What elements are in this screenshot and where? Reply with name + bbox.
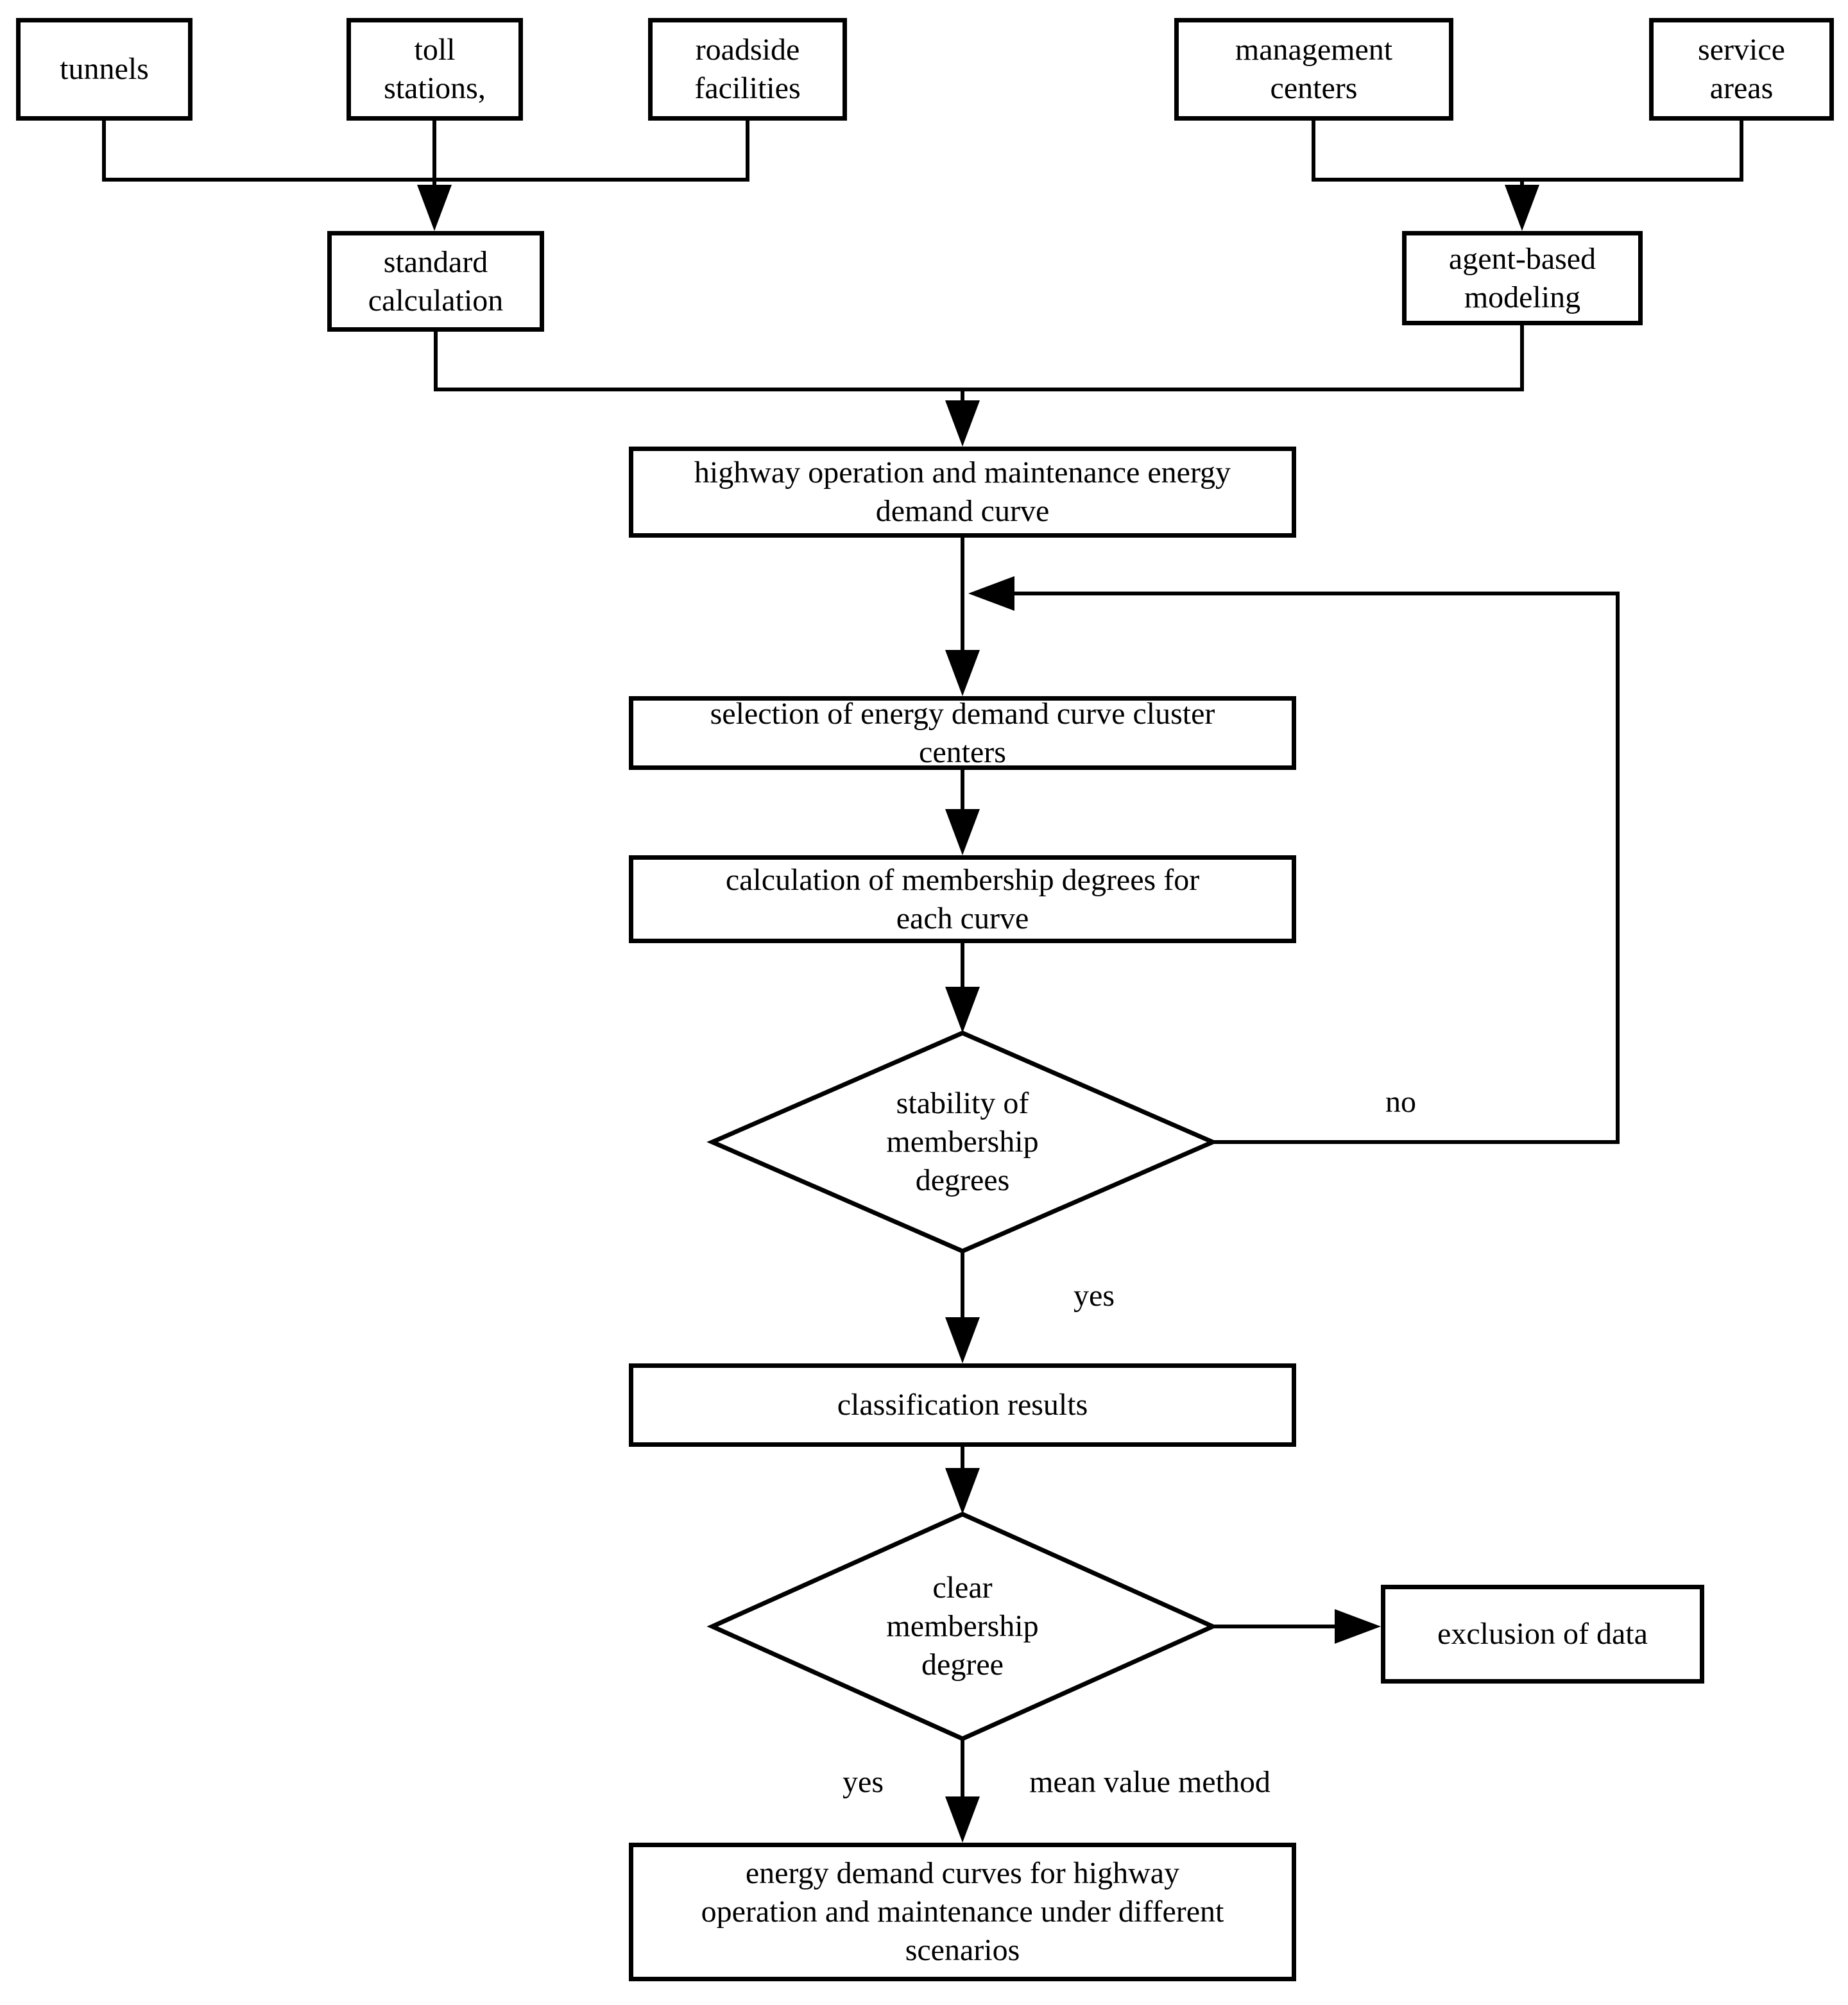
node-service-areas-label: service areas: [1698, 33, 1785, 105]
clear-membership-decision-diamond: [706, 1512, 1219, 1741]
arrowhead-into-clear: [945, 1468, 980, 1514]
node-tunnels: tunnels: [16, 18, 193, 121]
arrowhead-into-classification: [945, 1317, 980, 1363]
node-tunnels-label: tunnels: [60, 52, 149, 86]
arrowhead-into-curve: [945, 400, 980, 447]
stability-decision-label: stability of membership degrees: [886, 1086, 1039, 1197]
node-cluster-centers: selection of energy demand curve cluster…: [629, 696, 1296, 770]
arrowhead-into-standard: [417, 185, 452, 231]
node-agent-based-modeling-label: agent-based modeling: [1448, 241, 1596, 314]
node-standard-calculation-label: standard calculation: [368, 244, 504, 318]
node-classification-results-label: classification results: [837, 1388, 1088, 1422]
connector-lines: [102, 121, 1743, 1803]
node-membership-calculation-label: calculation of membership degrees for ea…: [725, 862, 1200, 935]
node-membership-calculation: calculation of membership degrees for ea…: [629, 855, 1296, 943]
arrowhead-into-agent: [1505, 185, 1539, 231]
node-management-centers-label: management centers: [1235, 33, 1393, 105]
edge-label-yes-stability: yes: [1074, 1279, 1115, 1313]
arrowhead-into-exclusion: [1335, 1609, 1381, 1644]
node-demand-curve: highway operation and maintenance energy…: [629, 447, 1296, 538]
decision-diamonds: [706, 1030, 1219, 1741]
edge-label-yes-clear: yes: [843, 1765, 884, 1799]
edge-label-mean-value-method: mean value method: [1029, 1765, 1270, 1799]
node-final-curves: energy demand curves for highway operati…: [629, 1843, 1296, 1981]
node-final-curves-label: energy demand curves for highway operati…: [701, 1856, 1224, 1967]
node-toll-stations: toll stations,: [346, 18, 523, 121]
clear-membership-decision-label: clear membership degree: [886, 1571, 1039, 1682]
edge-label-no: no: [1385, 1085, 1416, 1119]
edge-stability-no-loop: [1014, 592, 1620, 1144]
arrowheads: [417, 185, 1539, 1843]
node-demand-curve-label: highway operation and maintenance energy…: [694, 456, 1231, 528]
node-toll-stations-label: toll stations,: [384, 33, 486, 105]
arrowhead-into-selection: [945, 650, 980, 696]
node-agent-based-modeling: agent-based modeling: [1402, 231, 1643, 325]
arrowhead-into-stability: [945, 987, 980, 1033]
arrowhead-feedback-left: [968, 576, 1014, 611]
node-exclusion-of-data: exclusion of data: [1381, 1585, 1704, 1684]
node-standard-calculation: standard calculation: [327, 231, 544, 332]
stability-decision-diamond: [706, 1030, 1219, 1254]
arrowhead-into-calculation: [945, 809, 980, 855]
arrowhead-into-final: [945, 1796, 980, 1843]
node-cluster-centers-label: selection of energy demand curve cluster…: [710, 696, 1215, 769]
node-service-areas: service areas: [1649, 18, 1834, 121]
node-roadside-facilities: roadside facilities: [648, 18, 847, 121]
node-exclusion-of-data-label: exclusion of data: [1437, 1617, 1648, 1651]
node-management-centers: management centers: [1174, 18, 1453, 121]
node-classification-results: classification results: [629, 1363, 1296, 1447]
node-roadside-facilities-label: roadside facilities: [694, 33, 801, 105]
